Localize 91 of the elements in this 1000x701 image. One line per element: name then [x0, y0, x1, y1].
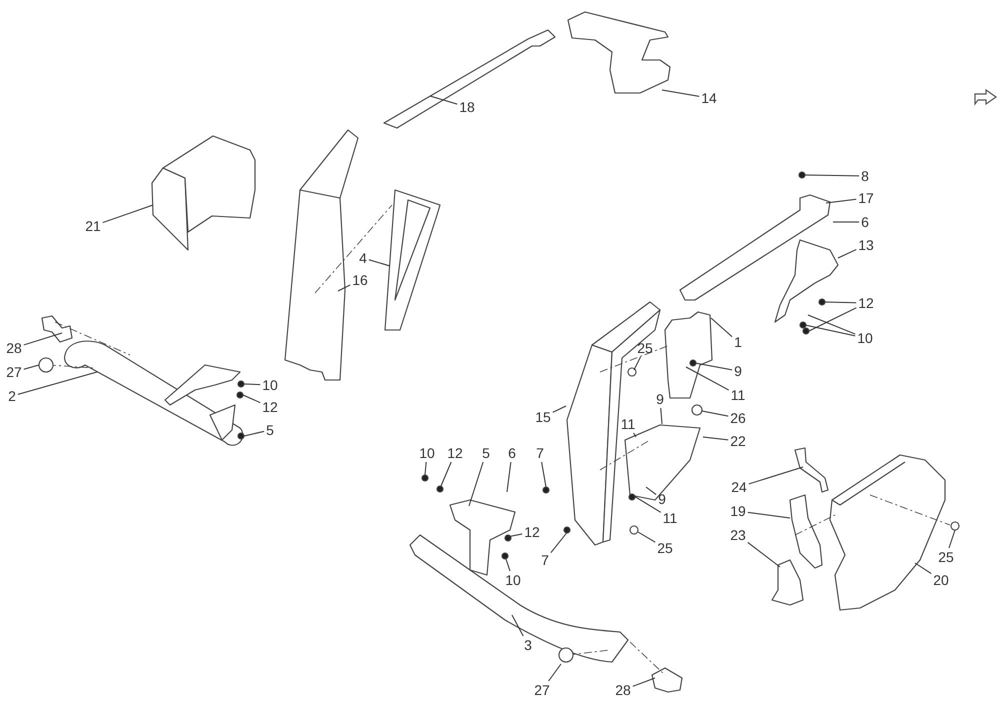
callout-number: 18: [458, 99, 476, 115]
leader-line: [914, 562, 932, 574]
leader-line: [710, 318, 733, 338]
leader-line: [826, 198, 857, 204]
leader-line: [440, 462, 452, 486]
callout-number: 25: [937, 549, 955, 565]
callout-number: 27: [533, 682, 551, 698]
callout-number: 1: [733, 334, 743, 350]
callout-number: 21: [84, 218, 102, 234]
leader-line: [512, 614, 524, 636]
leader-line: [506, 558, 510, 572]
callout-number: 10: [261, 377, 279, 393]
callout-number: 14: [700, 90, 718, 106]
callout-number: 28: [614, 682, 632, 698]
leader-line: [506, 533, 523, 538]
callout-number: 13: [857, 237, 875, 253]
leader-line: [747, 542, 780, 568]
leader-line: [430, 96, 458, 105]
leader-line: [244, 384, 261, 386]
callout-number: 9: [657, 491, 667, 507]
callout-number: 6: [860, 214, 870, 230]
leader-line: [702, 436, 729, 440]
callout-number: 2: [7, 388, 17, 404]
callout-number: 9: [733, 363, 743, 379]
callout-number: 20: [932, 572, 950, 588]
leader-line: [632, 678, 656, 687]
leader-line: [838, 249, 857, 258]
callout-number: 25: [636, 340, 654, 356]
leader-line: [23, 332, 62, 346]
leader-line: [662, 90, 700, 97]
callout-number: 3: [523, 637, 533, 653]
callout-number: 7: [535, 445, 545, 461]
callout-number: 7: [540, 552, 550, 568]
callout-number: 22: [729, 433, 747, 449]
leader-line: [634, 356, 641, 370]
callout-number: 12: [446, 445, 464, 461]
callout-number: 4: [358, 250, 368, 266]
leader-line: [548, 664, 562, 682]
leader-line: [23, 364, 40, 370]
callout-number: 27: [5, 364, 23, 380]
callout-number: 26: [729, 410, 747, 426]
callout-number: 12: [857, 295, 875, 311]
leader-line: [633, 432, 636, 438]
callout-number: 6: [507, 445, 517, 461]
leader-line: [102, 204, 154, 224]
leader-line: [638, 532, 656, 543]
callout-number: 25: [656, 540, 674, 556]
leader-line: [242, 394, 261, 404]
leader-line: [368, 259, 390, 266]
leader-line: [468, 462, 484, 506]
callout-number: 19: [729, 503, 747, 519]
callout-number: 24: [730, 479, 748, 495]
leader-line: [804, 324, 856, 336]
callout-number: 11: [662, 510, 678, 526]
callout-number: 12: [523, 524, 541, 540]
callout-number: 9: [655, 391, 665, 407]
callout-number: 11: [730, 387, 746, 403]
leader-line: [424, 462, 427, 476]
leader-line: [506, 462, 512, 492]
leader-line: [804, 174, 860, 176]
leader-line: [808, 307, 857, 332]
leader-line: [808, 314, 856, 335]
callout-number: 15: [534, 409, 552, 425]
callout-number: 23: [729, 527, 747, 543]
leader-line: [244, 430, 265, 436]
leader-line: [686, 366, 730, 390]
callout-number: 8: [860, 168, 870, 184]
leader-line: [948, 530, 956, 548]
leader-line: [550, 530, 570, 554]
callout-number: 10: [856, 330, 874, 346]
leader-line: [541, 462, 546, 488]
leader-line: [824, 302, 857, 304]
leader-line: [748, 466, 804, 484]
leader-line: [17, 372, 98, 395]
callout-number: 16: [351, 272, 369, 288]
callout-number: 10: [504, 572, 522, 588]
leader-line: [552, 406, 566, 413]
leader-line: [702, 410, 729, 417]
leader-line: [646, 486, 657, 496]
leader-line: [660, 408, 662, 424]
leader-line: [634, 496, 662, 513]
callout-number: 5: [265, 422, 275, 438]
leader-line: [747, 512, 790, 518]
leader-line: [338, 284, 351, 292]
callout-number: 28: [5, 340, 23, 356]
callout-number: 12: [261, 399, 279, 415]
callout-number: 17: [857, 190, 875, 206]
callout-number: 11: [620, 416, 636, 432]
leader-line: [694, 362, 733, 370]
callout-number: 10: [418, 445, 436, 461]
callout-number: 5: [481, 445, 491, 461]
